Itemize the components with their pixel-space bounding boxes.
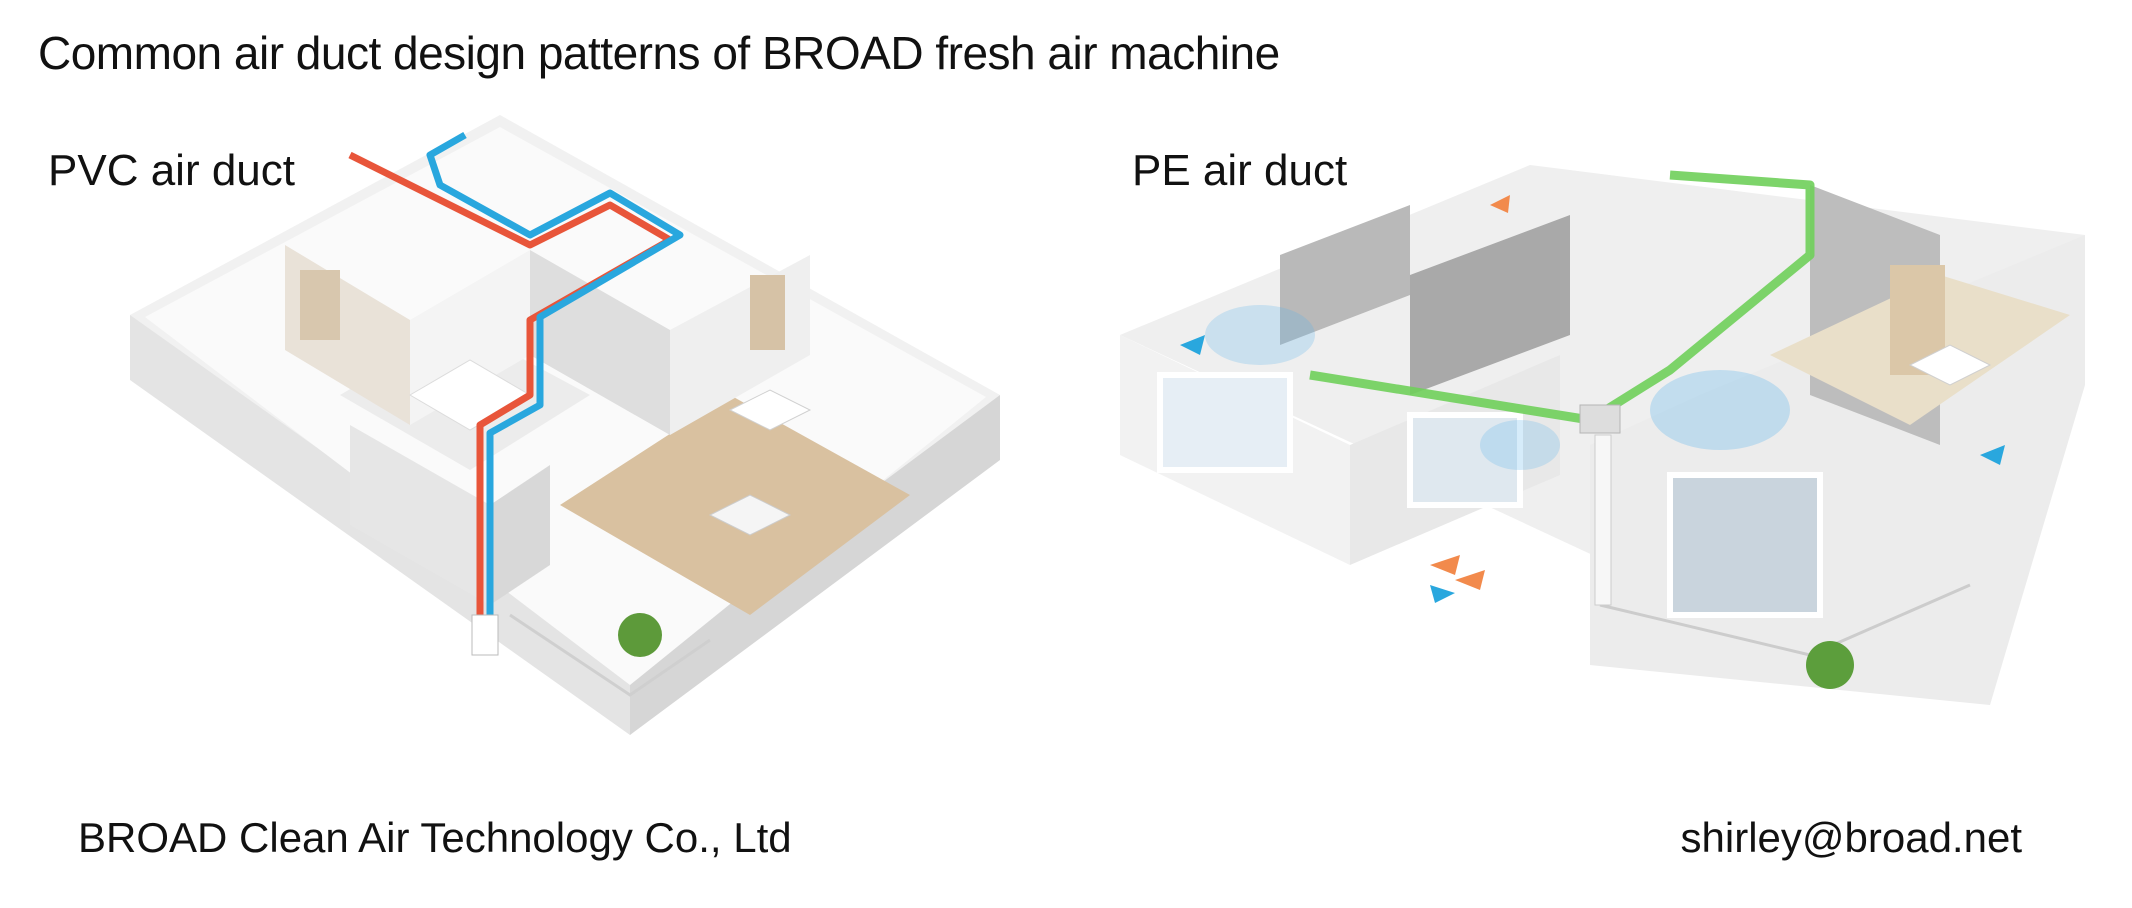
- pe-airflow-3: [1480, 420, 1560, 470]
- pvc-wood-door-2: [750, 275, 785, 350]
- pvc-table: [728, 389, 812, 431]
- pe-apartment-illustration: [1120, 165, 2085, 705]
- pvc-air-unit: [471, 614, 499, 656]
- pe-supply-duct: [1309, 170, 1815, 425]
- pe-dining-table: [1908, 344, 1992, 386]
- pe-interior-wall-2: [1410, 215, 1570, 395]
- pe-window-1: [1157, 372, 1293, 473]
- pe-airflow-1: [1205, 305, 1315, 365]
- pe-supply-arrow-3: [1430, 585, 1455, 603]
- footer-company: BROAD Clean Air Technology Co., Ltd: [78, 814, 792, 861]
- pvc-plant: [618, 613, 662, 657]
- pvc-sofa: [708, 494, 792, 536]
- pe-exhaust-arrow-3: [1490, 195, 1510, 213]
- pe-supply-arrow-2: [1980, 445, 2005, 465]
- pe-exhaust-arrow-2: [1455, 570, 1485, 590]
- pe-exhaust-arrow-1: [1430, 555, 1460, 575]
- pvc-wall-5: [350, 425, 490, 605]
- pvc-wood-door: [300, 270, 340, 340]
- pe-supply-arrow-1: [1180, 335, 1205, 355]
- pvc-apartment-illustration: [130, 115, 1000, 735]
- pe-air-unit: [1579, 404, 1621, 434]
- footer-email[interactable]: shirley@broad.net: [1680, 814, 2022, 861]
- pe-vertical-duct: [1594, 434, 1612, 606]
- pe-interior-wall-1: [1280, 205, 1410, 345]
- pvc-wall-6: [490, 465, 550, 605]
- pe-window-2: [1407, 412, 1523, 508]
- pvc-panel-label: PVC air duct: [48, 146, 295, 195]
- pe-panel-label: PE air duct: [1132, 146, 1348, 195]
- pe-airflow-2: [1650, 370, 1790, 450]
- pe-window-3: [1667, 472, 1823, 618]
- pvc-balcony: [509, 613, 711, 697]
- slide-title: Common air duct design patterns of BROAD…: [38, 27, 1280, 79]
- pe-plant: [1806, 641, 1854, 689]
- pvc-supply-duct: [426, 131, 684, 635]
